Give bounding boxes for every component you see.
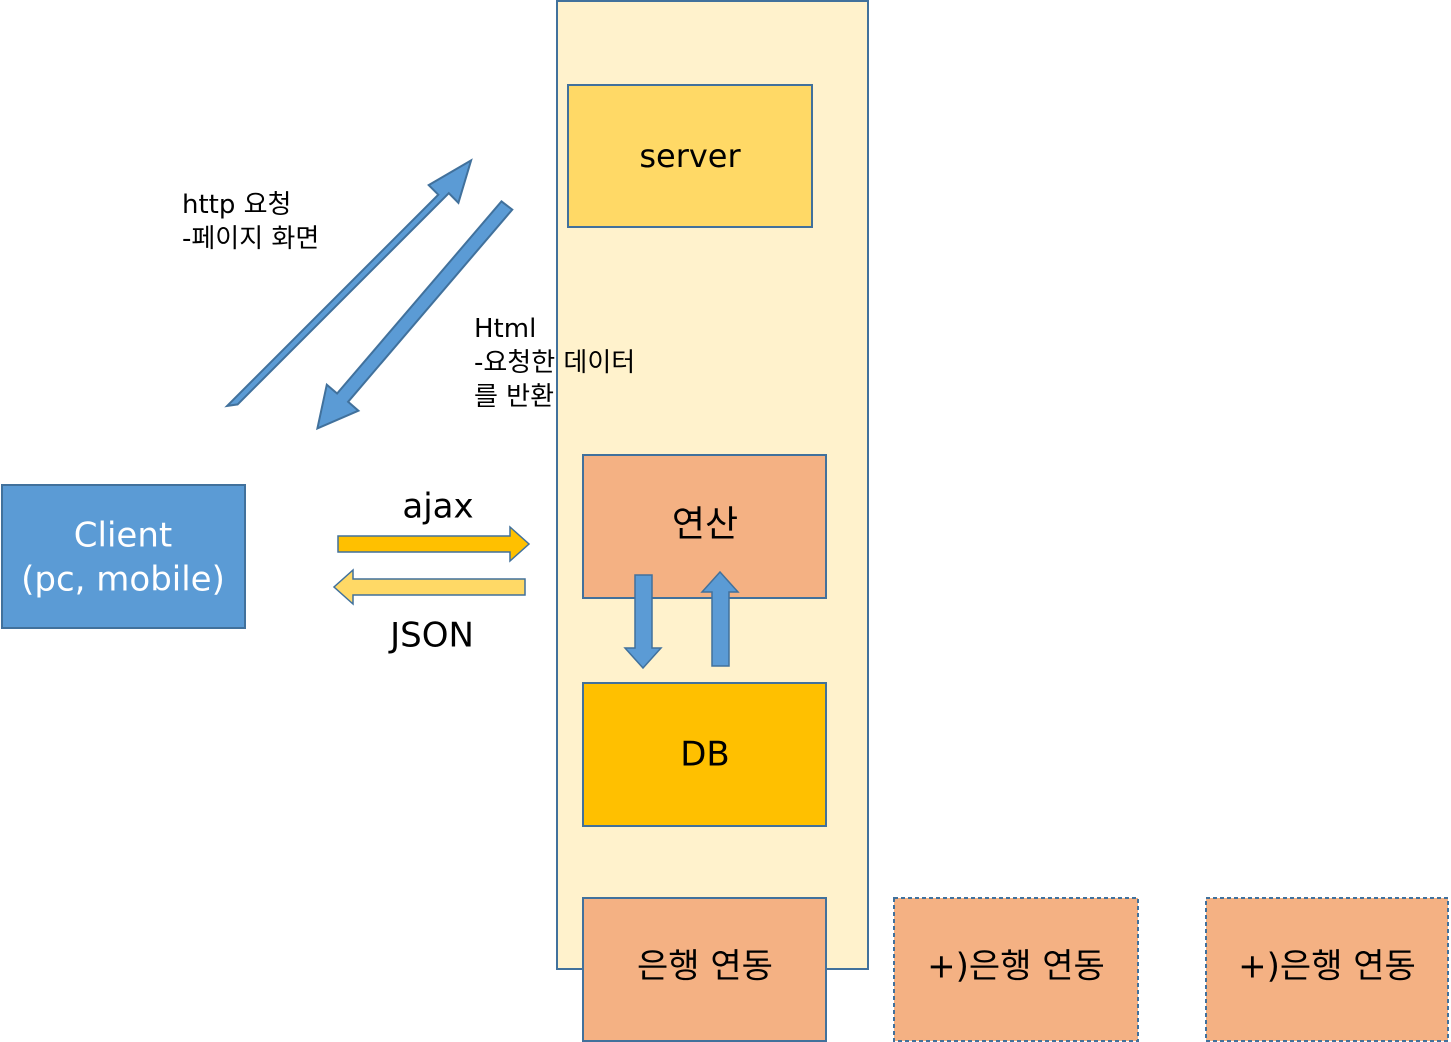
html-response-arrow bbox=[316, 200, 514, 431]
bank-integration-label: 은행 연동 bbox=[637, 947, 773, 987]
bank-integration-extra-box-1: +)은행 연동 bbox=[893, 897, 1139, 1042]
bank-integration-extra-box-2: +)은행 연동 bbox=[1205, 897, 1449, 1042]
bank-integration-extra-label-2: +)은행 연동 bbox=[1238, 947, 1416, 987]
http-request-note-line2: -페이지 화면 bbox=[182, 224, 320, 254]
json-arrow bbox=[332, 568, 526, 606]
html-response-note: Html -요청한 데이터 를 반환 bbox=[474, 312, 635, 414]
client-label-line1: Client bbox=[74, 516, 172, 556]
bank-integration-box: 은행 연동 bbox=[582, 897, 827, 1042]
html-response-note-line2: -요청한 데이터 bbox=[474, 348, 636, 378]
json-label: JSON bbox=[388, 616, 474, 656]
compute-to-db-arrow bbox=[623, 574, 663, 670]
http-request-note-line1: http 요청 bbox=[182, 190, 292, 220]
db-label: DB bbox=[680, 735, 730, 775]
ajax-label: ajax bbox=[402, 487, 473, 527]
compute-label: 연산 bbox=[672, 504, 738, 545]
db-box: DB bbox=[582, 682, 827, 827]
http-request-arrow bbox=[224, 158, 473, 408]
client-box: Client (pc, mobile) bbox=[1, 484, 246, 629]
bank-integration-extra-label-1: +)은행 연동 bbox=[927, 947, 1105, 987]
db-to-compute-arrow bbox=[700, 570, 740, 667]
html-response-note-line1: Html bbox=[474, 314, 537, 344]
server-label: server bbox=[639, 137, 741, 175]
ajax-arrow bbox=[337, 525, 531, 563]
client-label-line2: (pc, mobile) bbox=[21, 560, 225, 600]
server-box: server bbox=[567, 84, 813, 228]
html-response-note-line3: 를 반환 bbox=[474, 382, 555, 412]
http-request-note: http 요청 -페이지 화면 bbox=[182, 188, 319, 256]
compute-box: 연산 bbox=[582, 454, 827, 599]
